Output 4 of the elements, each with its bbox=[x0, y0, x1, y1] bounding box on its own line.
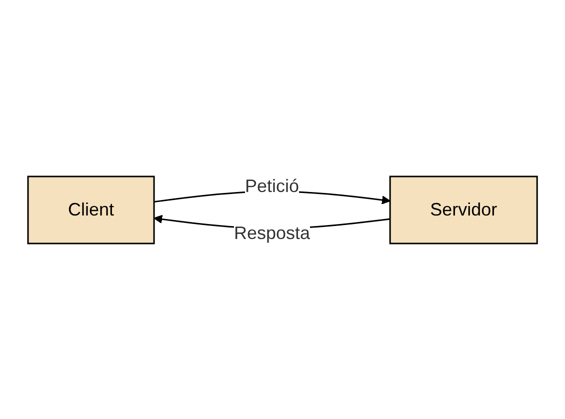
edge-label: Petició bbox=[244, 176, 299, 196]
node-box: Servidor bbox=[389, 175, 538, 244]
edge-label: Resposta bbox=[234, 222, 310, 242]
node-box: Client bbox=[27, 175, 155, 244]
